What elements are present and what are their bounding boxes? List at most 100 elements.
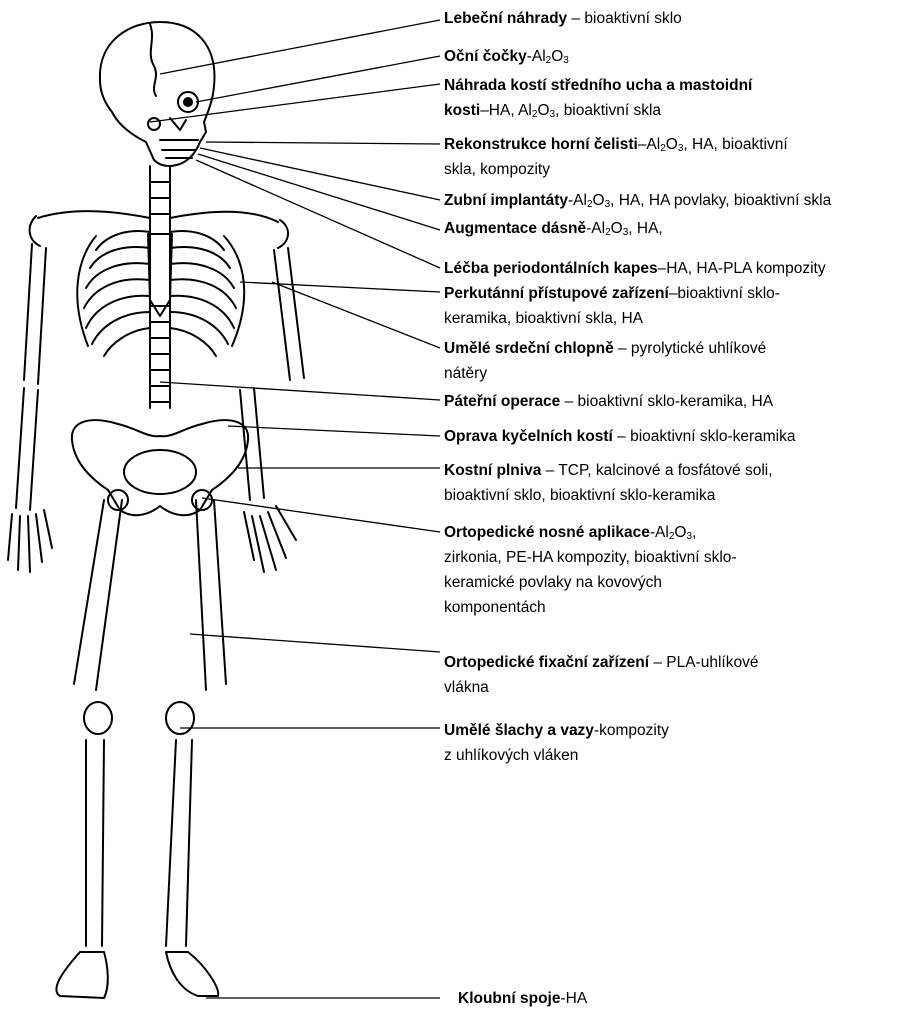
label-line: nátěry: [444, 361, 766, 386]
label-line: bioaktivní sklo, bioaktivní sklo-keramik…: [444, 483, 773, 508]
label-line: Kloubní spoje-HA: [458, 986, 587, 1011]
label-line: z uhlíkových vláken: [444, 743, 669, 768]
label-term: Lebeční náhrady: [444, 10, 567, 27]
label-text: – PLA-uhlíkové: [649, 654, 758, 671]
label-text: – pyrolytické uhlíkové: [614, 340, 767, 357]
label-line: zirkonia, PE-HA kompozity, bioaktivní sk…: [444, 545, 737, 570]
leader-line-ucho: [150, 84, 440, 122]
label-line: Ortopedické nosné aplikace-Al2O3,: [444, 520, 737, 545]
label-term: Léčba periodontálních kapes: [444, 260, 658, 277]
label-text: O: [666, 136, 678, 153]
label-term: Ortopedické nosné aplikace: [444, 524, 650, 541]
label-nosne: Ortopedické nosné aplikace-Al2O3, zirkoni…: [444, 520, 737, 620]
label-text: – bioaktivní sklo-keramika: [613, 428, 796, 445]
label-text: O: [537, 102, 549, 119]
label-slachy: Umělé šlachy a vazy-kompozity z uhlíkovýc…: [444, 718, 669, 768]
label-text: bioaktivní sklo, bioaktivní sklo-keramik…: [444, 487, 715, 504]
label-term: Perkutánní přístupové zařízení: [444, 285, 669, 302]
subscript: 3: [563, 55, 569, 66]
label-term: Kloubní spoje: [458, 990, 560, 1007]
label-pater: Páteřní operace – bioaktivní sklo-kerami…: [444, 389, 773, 414]
label-text: ,: [692, 524, 696, 541]
leader-line-pater: [160, 382, 440, 400]
label-line: kosti–HA, Al2O3, bioaktivní skla: [444, 98, 752, 123]
label-text: -Al: [568, 192, 587, 209]
label-line: Léčba periodontálních kapes–HA, HA-PLA k…: [444, 256, 826, 281]
label-lebecni: Lebeční náhrady – bioaktivní sklo: [444, 6, 682, 31]
label-text: , HA, bioaktivní: [683, 136, 787, 153]
leader-line-periodont: [196, 160, 440, 268]
label-text: , HA, HA povlaky, bioaktivní skla: [610, 192, 831, 209]
leader-line-perkutanni: [240, 282, 440, 292]
label-line: komponentách: [444, 595, 737, 620]
label-text: –HA, HA-PLA kompozity: [658, 260, 826, 277]
label-text: vlákna: [444, 679, 489, 696]
label-line: skla, kompozity: [444, 157, 788, 182]
label-term: Oční čočky: [444, 48, 527, 65]
leader-line-kycel: [228, 426, 440, 436]
label-term: Ortopedické fixační zařízení: [444, 654, 649, 671]
label-term: Augmentace dásně: [444, 220, 586, 237]
leader-line-nosne: [202, 498, 440, 532]
label-dasne: Augmentace dásně-Al2O3, HA,: [444, 216, 663, 241]
label-term: Náhrada kostí středního ucha a mastoidní: [444, 77, 752, 94]
label-term: Umělé srdeční chlopně: [444, 340, 614, 357]
label-line: keramické povlaky na kovových: [444, 570, 737, 595]
label-text: , bioaktivní skla: [555, 102, 661, 119]
label-text: keramika, bioaktivní skla, HA: [444, 310, 643, 327]
label-line: Oční čočky-Al2O3: [444, 44, 569, 69]
label-text: skla, kompozity: [444, 161, 550, 178]
legs-drawing: [56, 500, 226, 998]
label-chlopne: Umělé srdeční chlopně – pyrolytické uhlí…: [444, 336, 766, 386]
leader-line-lebecni: [160, 20, 440, 74]
leader-line-celist: [206, 142, 440, 144]
label-line: Kostní plniva – TCP, kalcinové a fosfáto…: [444, 458, 773, 483]
label-line: Páteřní operace – bioaktivní sklo-kerami…: [444, 389, 773, 414]
label-term: Páteřní operace: [444, 393, 560, 410]
label-text: –HA, Al: [480, 102, 532, 119]
label-line: Zubní implantáty-Al2O3, HA, HA povlaky, …: [444, 188, 831, 213]
label-line: vlákna: [444, 675, 758, 700]
spine-drawing: [150, 166, 170, 408]
label-plniva: Kostní plniva – TCP, kalcinové a fosfáto…: [444, 458, 773, 508]
label-text: –Al: [638, 136, 660, 153]
leader-line-fixacni: [190, 634, 440, 652]
label-ucho: Náhrada kostí středního ucha a mastoidní…: [444, 73, 752, 123]
leader-lines: [150, 20, 440, 998]
label-term: kosti: [444, 102, 480, 119]
label-perkutanni: Perkutánní přístupové zařízení–bioaktivn…: [444, 281, 780, 331]
label-text: – bioaktivní sklo: [567, 10, 682, 27]
label-line: Lebeční náhrady – bioaktivní sklo: [444, 6, 682, 31]
label-line: Umělé šlachy a vazy-kompozity: [444, 718, 669, 743]
shoulders-drawing: [30, 211, 288, 248]
leader-line-ocni: [196, 56, 440, 102]
right-arm-drawing: [240, 248, 304, 572]
label-kycel: Oprava kyčelních kostí – bioaktivní sklo…: [444, 424, 795, 449]
label-text: z uhlíkových vláken: [444, 747, 578, 764]
label-text: keramické povlaky na kovových: [444, 574, 662, 591]
label-line: Ortopedické fixační zařízení – PLA-uhlík…: [444, 650, 758, 675]
label-text: -Al: [650, 524, 669, 541]
skull-drawing: [100, 22, 215, 166]
label-term: Oprava kyčelních kostí: [444, 428, 613, 445]
label-kloubni: Kloubní spoje-HA: [458, 986, 587, 1011]
label-line: Perkutánní přístupové zařízení–bioaktivn…: [444, 281, 780, 306]
label-line: keramika, bioaktivní skla, HA: [444, 306, 780, 331]
label-line: Náhrada kostí středního ucha a mastoidní: [444, 73, 752, 98]
label-term: Kostní plniva: [444, 462, 541, 479]
label-line: Augmentace dásně-Al2O3, HA,: [444, 216, 663, 241]
label-text: O: [593, 192, 605, 209]
label-zubni: Zubní implantáty-Al2O3, HA, HA povlaky, …: [444, 188, 831, 213]
label-text: -HA: [560, 990, 587, 1007]
label-text: – TCP, kalcinové a fosfátové soli,: [541, 462, 772, 479]
label-line: Rekonstrukce horní čelisti–Al2O3, HA, bi…: [444, 132, 788, 157]
left-arm-drawing: [8, 244, 52, 572]
label-text: zirkonia, PE-HA kompozity, bioaktivní sk…: [444, 549, 737, 566]
label-term: Rekonstrukce horní čelisti: [444, 136, 638, 153]
label-text: O: [674, 524, 686, 541]
label-text: O: [611, 220, 623, 237]
label-text: komponentách: [444, 599, 546, 616]
label-text: -Al: [527, 48, 546, 65]
label-text: – bioaktivní sklo-keramika, HA: [560, 393, 773, 410]
label-text: –bioaktivní sklo-: [669, 285, 780, 302]
